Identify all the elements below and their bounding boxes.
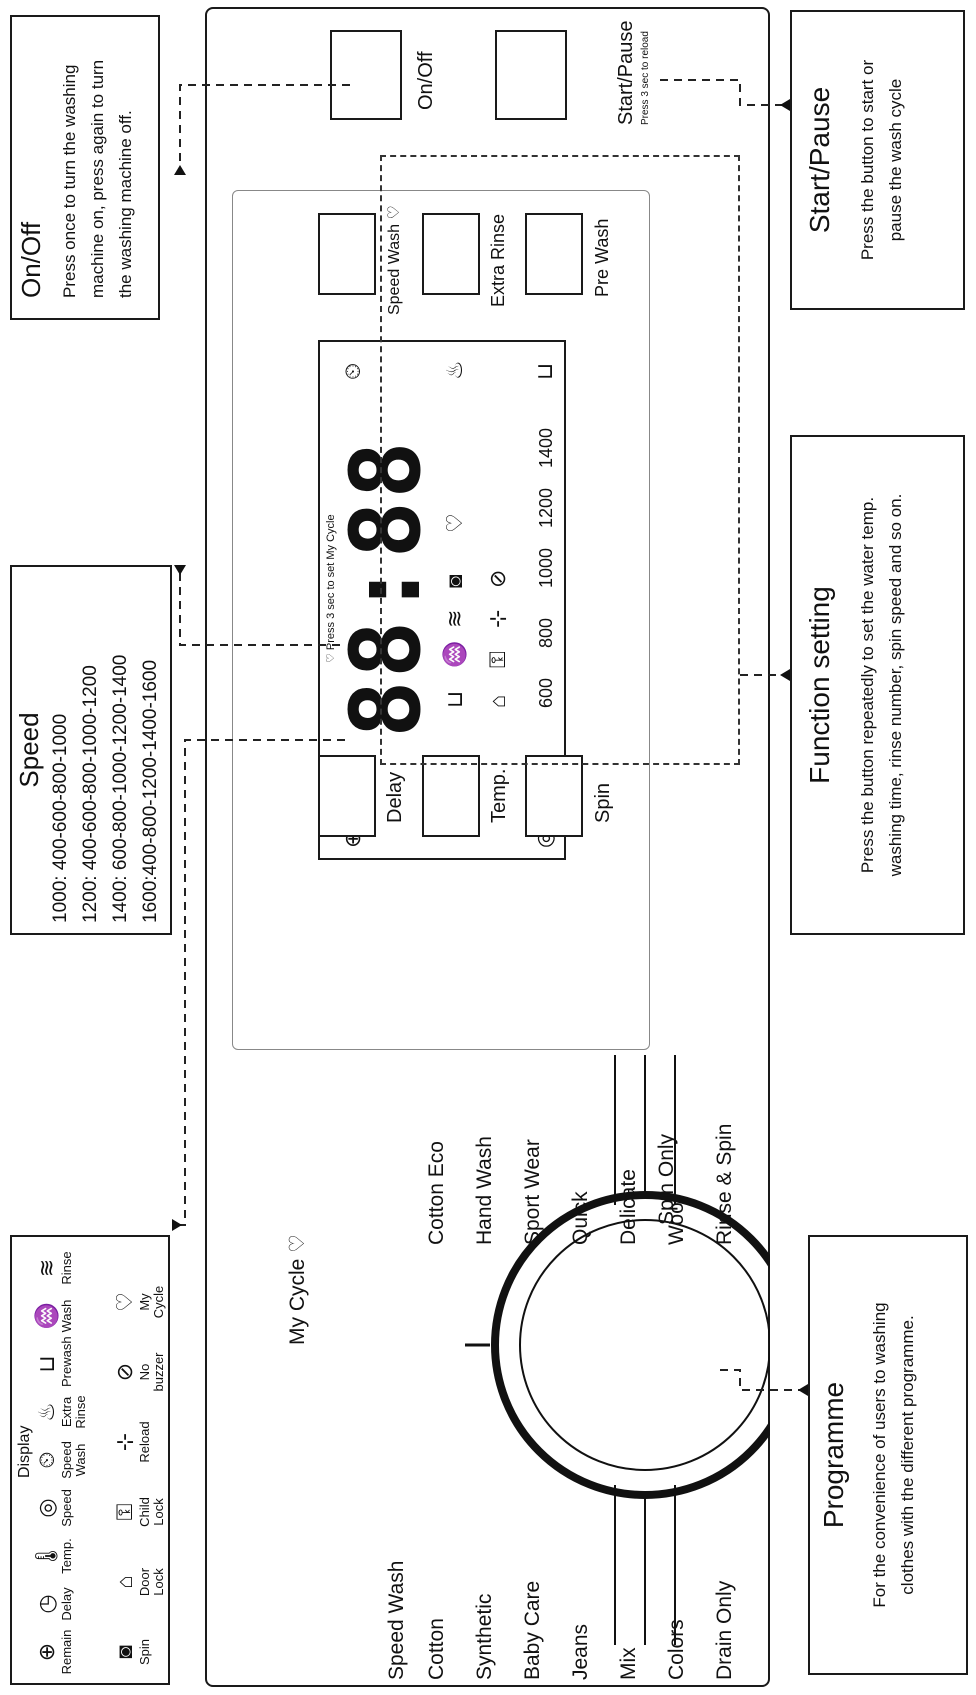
programme-dial [465, 1055, 770, 1645]
